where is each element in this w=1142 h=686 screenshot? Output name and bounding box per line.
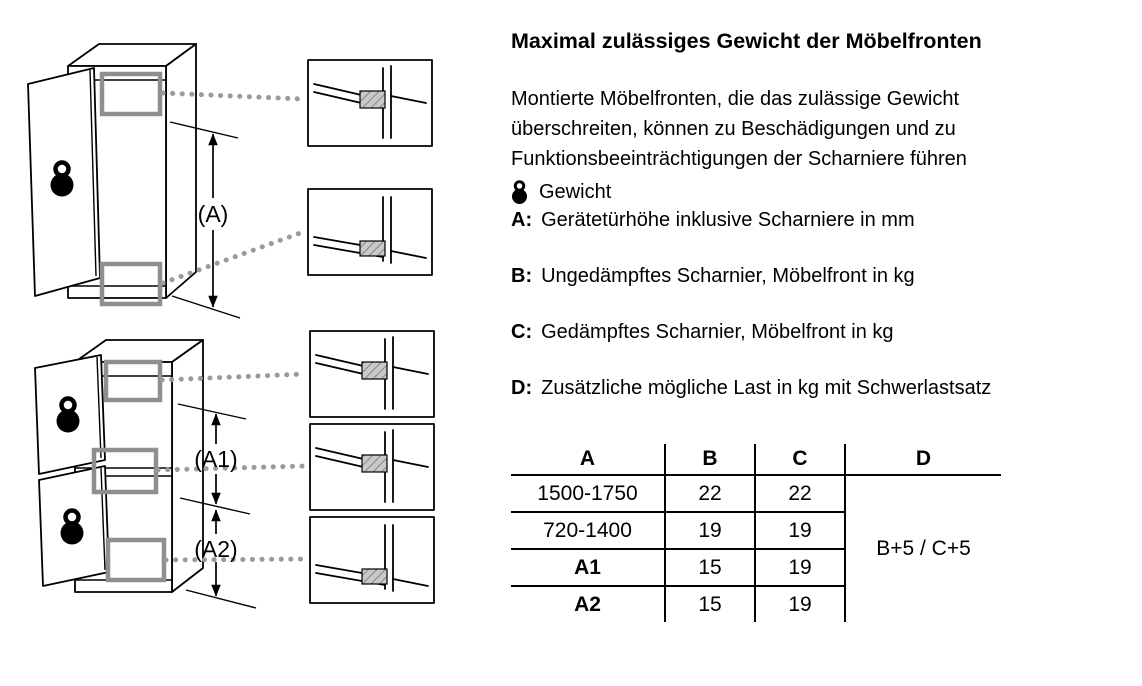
table-row: 1500-1750 22 22 B+5 / C+5: [511, 475, 1001, 622]
legend-item-c: C: Gedämpftes Scharnier, Möbelfront in k…: [511, 318, 1139, 346]
table-row: A1 15 19: [511, 549, 1001, 587]
cell-c-value: 19: [754, 512, 845, 550]
intro-paragraph: Montierte Möbelfronten, die das zulässig…: [511, 88, 967, 170]
table-row: A2 15 19: [511, 586, 1001, 622]
leader-dotted-line: [163, 556, 308, 563]
hinge-detail-box: [309, 423, 435, 511]
legend-text-d: Zusätzliche mögliche Last in kg mit Schw…: [541, 377, 992, 399]
cell-c-value: 22: [754, 475, 845, 513]
cell-c-value: 19: [754, 586, 845, 622]
legend-text-b: Ungedämpftes Scharnier, Möbelfront in kg: [541, 265, 915, 287]
cell-d-merged: B+5 / C+5: [844, 475, 1001, 622]
cell-b-value: 15: [664, 586, 755, 622]
dimension-a: (A): [169, 121, 241, 319]
double-door-unit-drawing: (A1) (A2): [34, 330, 435, 609]
cell-height-range: A2: [574, 592, 601, 616]
cell-b-value: 22: [664, 475, 755, 513]
legend-key-c: C:: [511, 321, 533, 343]
col-header-b: B: [664, 444, 755, 476]
cell-b-value: 15: [664, 549, 755, 587]
legend-weight-label: Gewicht: [539, 181, 612, 203]
table-header-row: A B C D: [511, 444, 1001, 476]
single-door-unit-drawing: (A): [27, 43, 433, 319]
legend-key-a: A:: [511, 209, 533, 231]
dimension-a1: (A1): [177, 403, 251, 515]
legend-text-a: Gerätetürhöhe inklusive Scharniere in mm: [541, 209, 915, 231]
cell-c-value: 19: [754, 549, 845, 587]
leader-dotted-line: [160, 229, 306, 286]
text-panel: Maximal zulässiges Gewicht der Möbelfron…: [511, 28, 1139, 622]
hinge-detail-box: [309, 516, 435, 604]
cell-height-range: A1: [511, 549, 665, 587]
col-header-c: C: [754, 444, 845, 476]
dimension-label-a1: (A1): [194, 446, 237, 472]
diagram-panel: (A): [0, 0, 500, 681]
legend-key-d: D:: [511, 377, 533, 399]
page-title: Maximal zulässiges Gewicht der Möbelfron…: [511, 29, 982, 53]
cell-height-range: 1500-1750: [511, 475, 665, 513]
appliance-diagram: (A): [27, 43, 435, 609]
hinge-highlight-box: [99, 71, 163, 117]
legend-weight-row: Gewicht: [511, 178, 1139, 206]
col-header-a: A: [511, 444, 665, 476]
legend-item-d: D: Zusätzliche mögliche Last in kg mit S…: [511, 374, 1139, 402]
weight-icon: [511, 179, 528, 205]
cell-b-value: 19: [664, 512, 755, 550]
door-panel-upper: [34, 354, 106, 475]
weight-table: A B C D 1500-1750 22 22 B+5 / C+5 720-14…: [511, 444, 1001, 622]
cabinet-side-face: [165, 43, 197, 299]
legend-text-c: Gedämpftes Scharnier, Möbelfront in kg: [541, 321, 894, 343]
leader-dotted-line: [160, 90, 306, 102]
hinge-detail-box: [309, 330, 435, 418]
door-panel: [27, 67, 101, 297]
legend-item-b: B: Ungedämpftes Scharnier, Möbelfront in…: [511, 262, 1139, 290]
table-row: 720-1400 19 19: [511, 512, 1001, 550]
legend-key-b: B:: [511, 265, 533, 287]
hinge-detail-box: [307, 188, 433, 276]
dimension-label-a: (A): [198, 201, 229, 227]
col-header-d: D: [844, 444, 1001, 476]
legend: Gewicht A: Gerätetürhöhe inklusive Schar…: [511, 178, 1139, 402]
dimension-label-a2: (A2): [194, 536, 237, 562]
dimension-a2: (A2): [185, 509, 257, 609]
hinge-highlight-box: [99, 261, 163, 307]
cell-height-range: 720-1400: [511, 512, 665, 550]
hinge-detail-box: [307, 59, 433, 147]
legend-item-a: A: Gerätetürhöhe inklusive Scharniere in…: [511, 206, 1139, 234]
door-panel-lower: [38, 465, 110, 587]
leader-dotted-line: [155, 463, 308, 473]
